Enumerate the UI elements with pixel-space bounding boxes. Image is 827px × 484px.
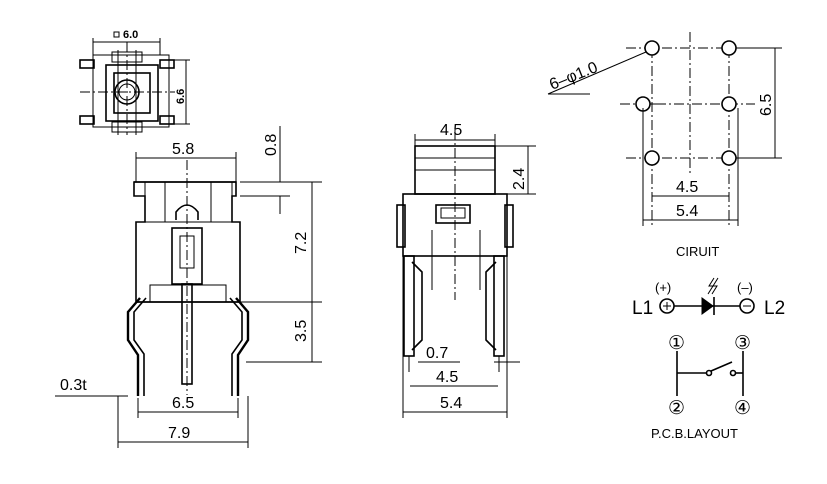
side-body-width-label: 5.4	[440, 395, 462, 412]
switch-symbol	[676, 351, 744, 396]
top-width-label: 6.0	[123, 29, 138, 41]
cap-width-label: 5.8	[172, 141, 194, 158]
pcb-hole	[644, 40, 660, 56]
body-height-label: 7.2	[293, 232, 310, 254]
pin-1-label: ①	[668, 333, 685, 354]
l2-label: L2	[764, 298, 785, 319]
side-pin-span-label: 4.5	[436, 369, 458, 386]
cap-offset-label: 0.8	[263, 134, 280, 156]
circuit-title: CIRUIT	[676, 244, 719, 259]
pin-2-label: ②	[668, 398, 685, 419]
pcb-row-pitch-label: 6.5	[758, 94, 775, 116]
side-top-height-label: 2.4	[511, 168, 528, 190]
top-view	[79, 31, 190, 135]
pcb-hole	[721, 40, 737, 56]
pin-pitch-label: 6.5	[172, 395, 194, 412]
pcb-layout	[547, 32, 782, 226]
pcb-hole	[721, 96, 737, 112]
pcb-layout-title: P.C.B.LAYOUT	[651, 426, 738, 441]
pcb-inner-span-label: 4.5	[676, 179, 698, 196]
pcb-hole	[644, 150, 660, 166]
overall-width-label: 7.9	[168, 425, 190, 442]
side-pin-width-label: 0.7	[426, 345, 448, 362]
pcb-outer-span-label: 5.4	[676, 203, 698, 220]
plus-label: (+)	[655, 280, 671, 295]
pcb-holes-label: 6–φ1.0	[547, 59, 600, 94]
l1-label: L1	[632, 298, 653, 319]
led-symbol	[659, 277, 755, 315]
side-top-width-label: 4.5	[440, 122, 462, 139]
side-view	[396, 130, 536, 418]
minus-label: (–)	[737, 280, 753, 295]
top-depth-label: 6.6	[175, 89, 187, 104]
pin-thickness-label: 0.3t	[60, 377, 87, 394]
pcb-hole	[721, 150, 737, 166]
pin-height-label: 3.5	[293, 320, 310, 342]
pin-4-label: ④	[734, 398, 751, 419]
front-view	[55, 126, 322, 448]
pin-3-label: ③	[734, 333, 751, 354]
